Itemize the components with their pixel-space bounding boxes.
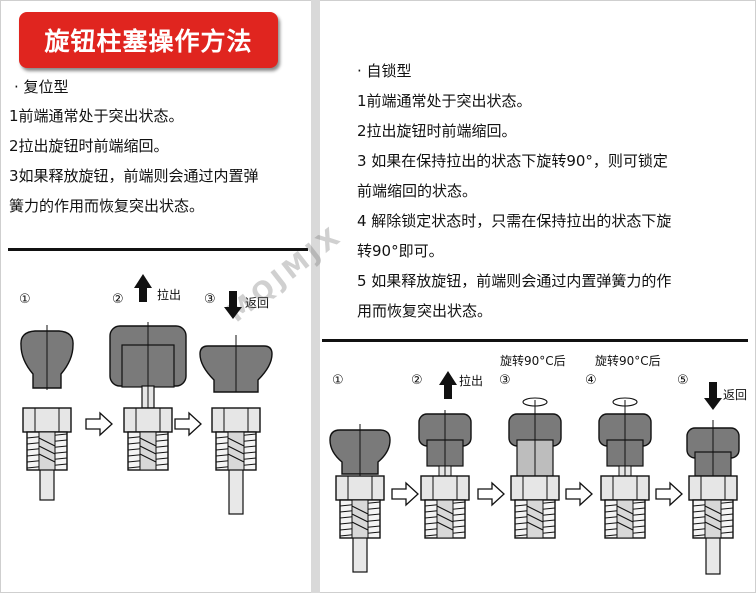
left-return-label: 返回	[245, 296, 270, 310]
right-step-1: ①	[332, 373, 344, 388]
right-step-2: ②	[411, 373, 423, 388]
right-pull-label: 拉出	[459, 374, 484, 388]
right-line-5: 4 解除锁定状态时，只需在保持拉出的状态下旋	[357, 212, 672, 230]
left-step-2: ②	[112, 292, 124, 307]
right-line-3: 3 如果在保持拉出的状态下旋转90°，则可锁定	[357, 152, 668, 170]
left-line-3: 3如果释放旋钮，前端则会通过内置弹	[9, 167, 259, 185]
page-title: 旋钮柱塞操作方法	[19, 12, 278, 68]
left-line-1: 1前端通常处于突出状态。	[9, 107, 184, 125]
right-line-6: 转90°即可。	[357, 242, 444, 260]
center-divider	[311, 0, 320, 593]
right-step-3: ③	[499, 373, 511, 388]
right-line-2: 2拉出旋钮时前端缩回。	[357, 122, 517, 140]
left-line-4: 簧力的作用而恢复突出状态。	[9, 197, 205, 215]
right-step-4: ④	[585, 373, 597, 388]
right-line-7: 5 如果释放旋钮，前端则会通过内置弹簧力的作	[357, 272, 672, 290]
left-heading: · 复位型	[14, 78, 69, 96]
right-line-1: 1前端通常处于突出状态。	[357, 92, 532, 110]
right-rotate-label-1: 旋转90°C后	[500, 354, 566, 368]
right-rule	[322, 339, 748, 342]
right-line-8: 用而恢复突出状态。	[357, 302, 493, 320]
left-line-2: 2拉出旋钮时前端缩回。	[9, 137, 169, 155]
right-heading: · 自锁型	[357, 62, 412, 80]
left-rule	[8, 248, 308, 251]
left-step-3: ③	[204, 292, 216, 307]
right-step-5: ⑤	[677, 373, 689, 388]
right-line-4: 前端缩回的状态。	[357, 182, 478, 200]
right-rotate-label-2: 旋转90°C后	[595, 354, 661, 368]
left-pull-label: 拉出	[157, 288, 182, 302]
right-return-label: 返回	[723, 388, 748, 402]
left-step-1: ①	[19, 292, 31, 307]
